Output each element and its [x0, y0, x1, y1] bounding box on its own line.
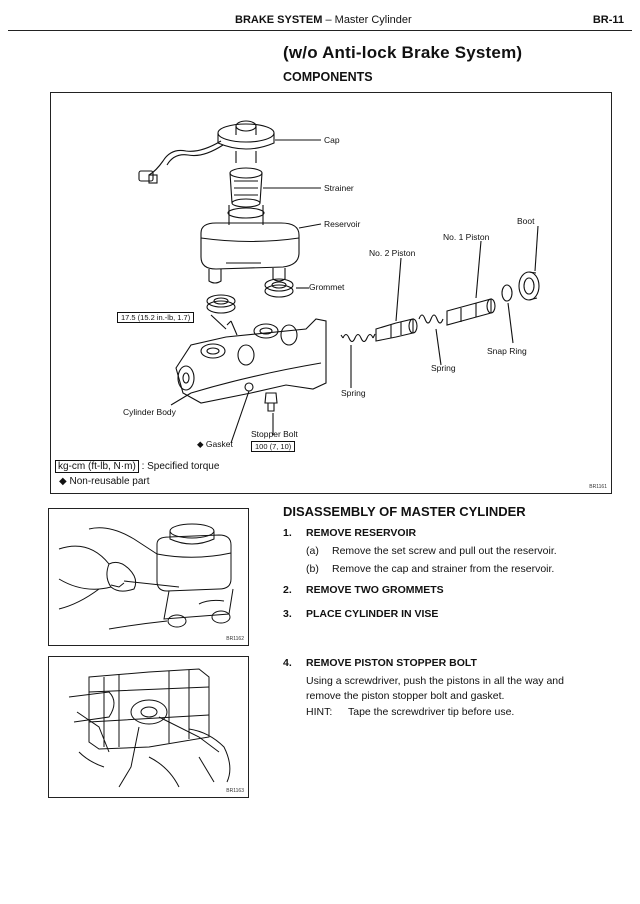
cylinder-body-part [175, 318, 327, 404]
boot-part [518, 271, 540, 301]
components-heading: COMPONENTS [283, 70, 373, 84]
label-spring-right: Spring [431, 363, 456, 373]
header-section: BRAKE SYSTEM [235, 14, 323, 26]
torque-spec-top: 17.5 (15.2 in.-lb, 1.7) [117, 312, 195, 323]
spring-left-part [340, 333, 376, 343]
label-cylinder-body: Cylinder Body [123, 407, 176, 417]
label-strainer: Strainer [324, 183, 354, 193]
disassembly-heading: DISASSEMBLY OF MASTER CYLINDER [283, 504, 526, 519]
hint-label: HINT: [306, 706, 333, 718]
figure-code: BR1163 [226, 788, 244, 794]
step-1b-label: (b) [306, 563, 319, 575]
step-2-title: REMOVE TWO GROMMETS [306, 584, 444, 596]
hint-text: Tape the screwdriver tip before use. [348, 706, 515, 718]
components-figure: Cap Strainer Reservoir Grommet Boot No. … [50, 92, 612, 494]
torque-spec-bottom: 100 (7, 10) [251, 441, 296, 452]
legend-nonreusable: ◆ Non-reusable part [59, 476, 150, 487]
page-title: (w/o Anti-lock Brake System) [283, 43, 523, 62]
components-drawing [138, 120, 540, 444]
label-spring-left: Spring [341, 388, 366, 398]
diamond-icon: ◆ [59, 476, 67, 487]
snap-ring-part [501, 284, 513, 302]
step-4-body-line2: remove the piston stopper bolt and gaske… [306, 690, 505, 702]
label-snap-ring: Snap Ring [487, 346, 527, 356]
header-rule [8, 30, 632, 31]
figure-code: BR1162 [226, 636, 244, 642]
strainer-part [229, 167, 263, 208]
figure-code: BR1161 [589, 484, 607, 490]
step-4-number: 4. [283, 657, 292, 669]
step-4-title: REMOVE PISTON STOPPER BOLT [306, 657, 477, 669]
stopper-bolt-figure: BR1163 [48, 656, 249, 798]
label-reservoir: Reservoir [324, 219, 361, 229]
reservoir-part [200, 222, 300, 284]
label-gasket: ◆ Gasket [197, 439, 233, 449]
label-stopper-bolt: Stopper Bolt [251, 429, 298, 439]
step-1a-text: Remove the set screw and pull out the re… [332, 545, 557, 557]
legend-torque: kg-cm (ft-lb, N·m) : Specified torque [55, 460, 219, 473]
reservoir-removal-figure: BR1162 [48, 508, 249, 646]
running-header: BRAKE SYSTEM – Master Cylinder [235, 14, 412, 26]
step-3-number: 3. [283, 608, 292, 620]
spring-right-part [418, 314, 444, 324]
step-3-title: PLACE CYLINDER IN VISE [306, 608, 439, 620]
no2-piston-part [375, 318, 418, 342]
stopper-bolt-drawing [68, 668, 231, 788]
label-boot: Boot [517, 216, 535, 226]
reservoir-removal-drawing [58, 523, 234, 630]
step-1a-label: (a) [306, 545, 319, 557]
legend-unit-box: kg-cm (ft-lb, N·m) [55, 460, 139, 473]
step-1-number: 1. [283, 527, 292, 539]
header-separator: – [325, 14, 332, 26]
header-subsection: Master Cylinder [334, 14, 412, 26]
cap-part [138, 120, 275, 184]
label-no1-piston: No. 1 Piston [443, 232, 490, 242]
step-1b-text: Remove the cap and strainer from the res… [332, 563, 555, 575]
step-1-title: REMOVE RESERVOIR [306, 527, 417, 539]
stopper-bolt-part [264, 392, 278, 412]
label-no2-piston: No. 2 Piston [369, 248, 416, 258]
no1-piston-part [446, 298, 496, 326]
step-4-body-line1: Using a screwdriver, push the pistons in… [306, 675, 564, 687]
grommet-parts [206, 278, 294, 314]
diamond-icon: ◆ [197, 439, 204, 449]
step-2-number: 2. [283, 584, 292, 596]
label-grommet: Grommet [309, 282, 345, 292]
page-number: BR-11 [592, 14, 624, 26]
label-cap: Cap [324, 135, 340, 145]
